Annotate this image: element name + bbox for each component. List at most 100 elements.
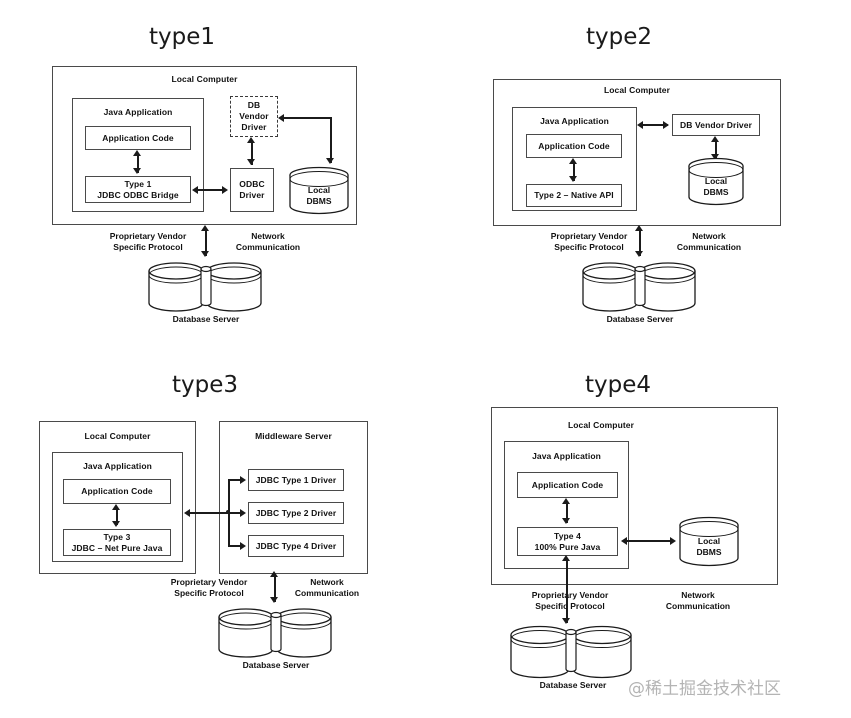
right-protocol-label: Network Communication [235,231,301,252]
diagram-title-type3: type3 [172,372,239,398]
arrow-up-icon [569,158,577,164]
local-dbms-cylinder: Local DBMS [687,157,745,207]
arrow-right-icon [222,186,228,194]
application-code-label: Application Code [81,486,153,496]
connector-bus-driver2 [228,512,242,514]
db-vendor-driver-box [230,96,278,137]
connector-vendordriver-dbms [715,139,717,159]
database-server-graphic [575,259,705,322]
type2-driver-label: Type 2 – Native API [534,190,614,200]
database-server-label: Database Server [606,314,674,324]
application-code-box [526,134,622,158]
local-dbms-label: Local DBMS [696,536,722,557]
diagram-title-type2: type2 [586,24,653,50]
local-dbms-cylinder: Local DBMS [678,516,740,568]
arrow-left-icon [278,114,284,122]
arrow-down-icon [133,168,141,174]
arrow-down-icon [201,251,209,257]
left-protocol-label: Proprietary Vendor Specific Protocol [531,590,609,611]
arrow-right-icon [670,537,676,545]
connector-appcode-driver [116,507,118,525]
connector-bus-driver1 [228,479,242,481]
type4-driver-label: Type 4 100% Pure Java [534,530,601,552]
application-code-label: Application Code [538,140,610,151]
odbc-driver-box [230,168,274,212]
connector-middleware-dbserver [274,574,276,602]
connector-vendordriver-dbms-v [330,117,332,163]
left-protocol-label: Proprietary Vendor Specific Protocol [550,231,628,252]
left-protocol-label: Proprietary Vendor Specific Protocol [109,231,187,252]
middleware-server-label: Middleware Server [255,431,332,441]
connector-appcode-driver [566,501,568,523]
connector-bus-driver3 [228,545,242,547]
connector-appcode-driver [137,153,139,173]
jdbc-driver-box [248,502,344,524]
database-server-label: Database Server [539,680,607,690]
database-server-graphic [503,621,643,688]
arrow-down-icon [562,518,570,524]
connector-bridge-odbc [196,189,226,191]
jdbc-driver-box [248,535,344,557]
arrow-down-icon [247,159,255,165]
application-code-box [85,126,191,150]
arrow-down-icon [562,618,570,624]
arrow-down-icon [112,521,120,527]
java-application-label: Java Application [540,116,609,126]
arrow-up-icon [133,150,141,156]
db-vendor-driver-label: DB Vendor Driver [680,119,752,130]
connector-appcode-driver [573,161,575,181]
type3-driver-box [63,529,171,556]
database-server-graphic [211,605,341,668]
local-dbms-label: Local DBMS [703,176,729,197]
connector-localcomputer-dbserver [639,228,641,256]
jdbc-driver-box [248,469,344,491]
type2-driver-box [526,184,622,207]
arrow-up-icon [270,571,278,577]
arrow-left-icon [637,121,643,129]
arrow-right-icon [240,542,246,550]
arrow-right-icon [240,509,246,517]
application-code-box [63,479,171,504]
local-computer-label: Local Computer [603,85,671,95]
arrow-up-icon [711,136,719,142]
local-computer-label: Local Computer [171,74,238,84]
connector-localcomputer-middleware [188,512,244,514]
arrow-up-icon [635,225,643,231]
local-dbms-label: Local DBMS [306,185,332,206]
connector-odbc-vendordriver [251,141,253,165]
java-application-label: Java Application [83,461,152,471]
arrow-down-icon [569,176,577,182]
java-application-label: Java Application [532,451,601,461]
left-protocol-label: Proprietary Vendor Specific Protocol [170,577,248,598]
arrow-down-icon [270,597,278,603]
diagram-title-type1: type1 [149,24,216,50]
jdbc-driver-label: JDBC Type 1 Driver [255,474,337,485]
connector-localcomputer-dbserver [205,228,207,256]
application-code-label: Application Code [531,479,604,490]
local-computer-label: Local Computer [567,420,635,430]
watermark-text: @稀土掘金技术社区 [628,679,781,699]
arrow-left-icon [192,186,198,194]
arrow-up-icon [562,555,570,561]
right-protocol-label: Network Communication [676,231,742,252]
diagram-type1: type1 Local Computer Java Application Ap… [0,0,425,359]
java-application-label: Java Application [103,107,173,117]
local-dbms-cylinder: Local DBMS [288,166,350,216]
connector-type4-dbms [626,540,674,542]
jdbc-driver-label: JDBC Type 2 Driver [255,507,337,518]
arrow-up-icon [562,498,570,504]
arrow-up-icon [201,225,209,231]
local-computer-label: Local Computer [84,431,151,441]
application-code-box [517,472,618,498]
arrow-up-icon [112,504,120,510]
connector-vendordriver-dbms-h [284,117,332,119]
arrow-down-icon [635,251,643,257]
arrow-up-icon [247,137,255,143]
type1-driver-box [85,176,191,203]
database-server-label: Database Server [172,314,240,324]
diagram-type4: type4 Local Computer Java Application Ap… [425,359,851,718]
diagram-type2: type2 Local Computer Java Application Ap… [425,0,851,359]
db-vendor-driver-box [672,114,760,136]
database-server-graphic [141,259,271,322]
jdbc-driver-label: JDBC Type 4 Driver [255,540,337,551]
